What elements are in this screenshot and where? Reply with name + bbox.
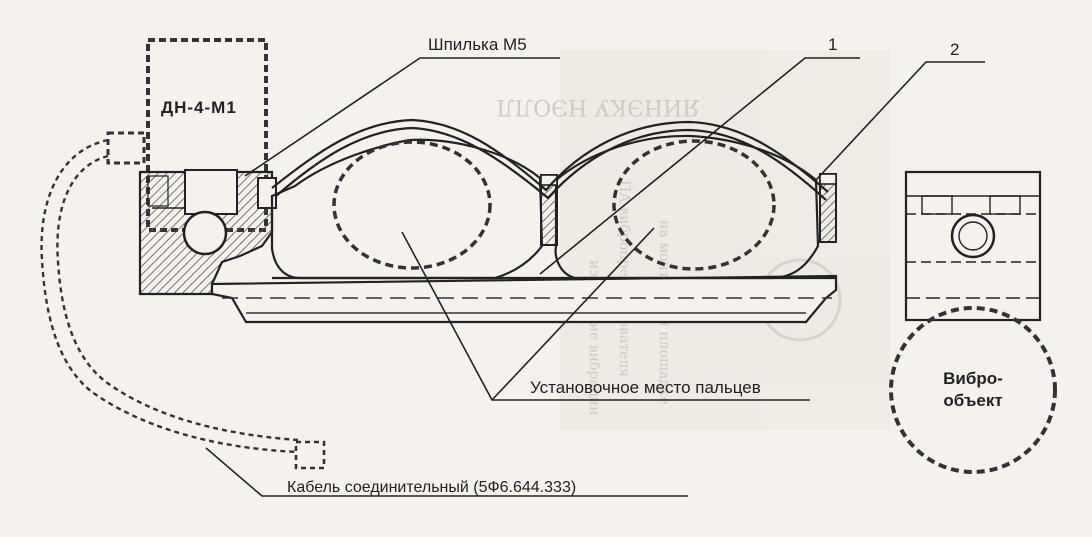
sensor-connector <box>106 131 146 165</box>
spring-clip-inner <box>275 126 827 201</box>
leader-lines <box>205 57 985 497</box>
stud-label: Шпилька М5 <box>428 35 527 54</box>
finger-place-left <box>332 140 492 270</box>
vibro-object-label-line2: объект <box>943 391 1002 410</box>
connecting-cable <box>40 138 326 470</box>
vibro-object-label-line1: Вибро- <box>943 369 1003 388</box>
cable-end-connector <box>294 440 326 470</box>
callout-2-label: 2 <box>950 40 959 59</box>
holder-body <box>138 118 838 324</box>
callout-1-label: 1 <box>828 35 837 54</box>
cable-label: Кабель соединительный (5Ф6.644.333) <box>287 479 576 496</box>
side-view <box>904 170 1042 322</box>
svg-text:ЯИНЭКУ НЭОЛЛ: ЯИНЭКУ НЭОЛЛ <box>496 94 700 119</box>
mount-hole <box>182 210 228 256</box>
vibro-object: Вибро- объект <box>889 306 1057 474</box>
spring-clip-outer <box>271 118 829 193</box>
finger-place-label: Установочное место пальцев <box>530 378 761 397</box>
finger-places <box>332 139 776 271</box>
finger-place-right <box>612 139 776 271</box>
sensor-label: ДН-4-М1 <box>161 98 237 117</box>
